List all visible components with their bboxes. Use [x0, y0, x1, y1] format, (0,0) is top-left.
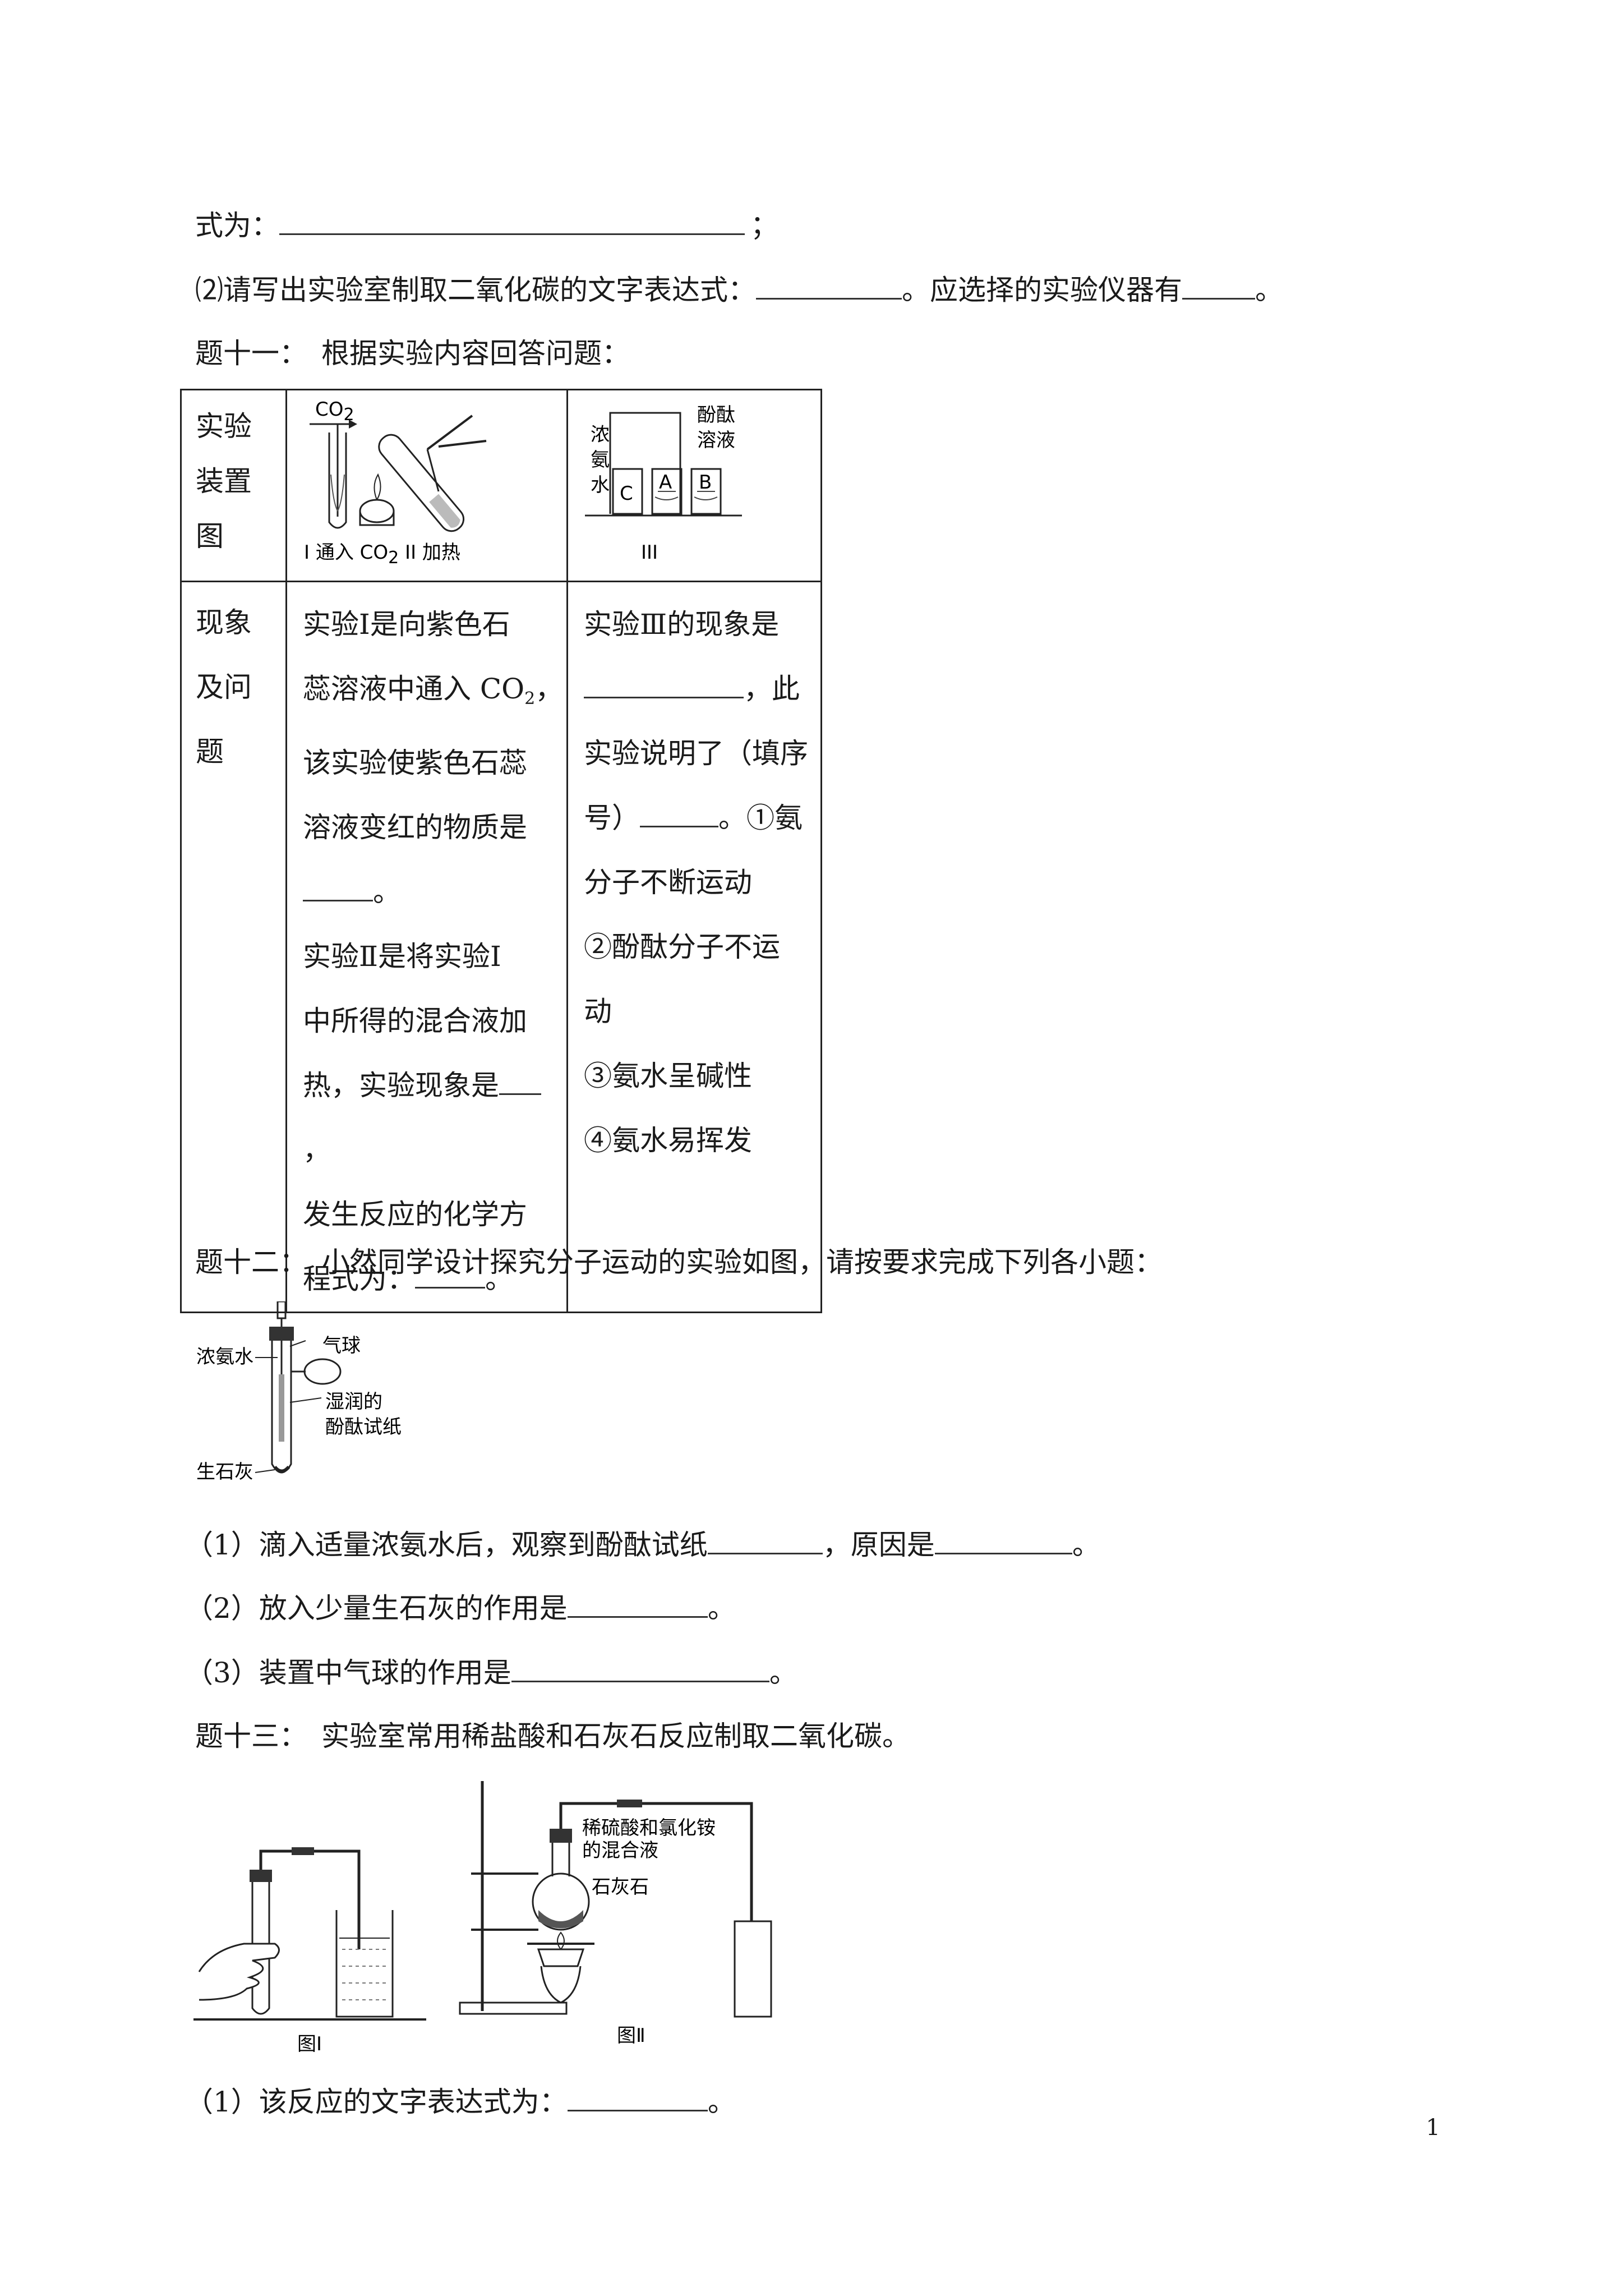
figure-caption-1-2: I 通入 CO2 II 加热 [304, 541, 460, 568]
apparatus-figure-1: CO2 I 通入 CO2 II 加热 [285, 389, 568, 582]
text-line: 中所得的混合液加 [303, 1005, 527, 1037]
experiment-3-questions: 实验Ⅲ的现象是 ，此 实验说明了（填序 号）。①氨 分子不断运动 ②酚酞分子不运… [566, 581, 822, 1313]
answer-blank[interactable] [756, 272, 902, 300]
beaker-a-label: A [659, 471, 672, 494]
text-line: 蕊溶液中通入 CO2， [303, 673, 564, 708]
text-line: 号）。①氨 [584, 786, 820, 850]
text-line: 该实验使紫色石蕊 [303, 747, 527, 779]
answer-blank[interactable] [640, 800, 718, 827]
text-line: ③氨水呈碱性 [584, 1060, 752, 1092]
page-number: 1 [1426, 2115, 1440, 2141]
phenolphthalein-label: 酚酞 [697, 404, 735, 426]
answer-blank[interactable] [499, 1068, 541, 1095]
ammonia-label: 浓氨水 [196, 1346, 253, 1368]
text-line: ②酚酞分子不运 [584, 931, 780, 963]
text-line: 。 [303, 860, 566, 924]
question-text: ⑵请写出实验室制取二氧化碳的文字表达式： [195, 274, 756, 306]
text-line: 分子不断运动 [584, 866, 752, 899]
text-line: 实验Ⅱ是将实验Ⅰ [303, 940, 501, 973]
text-line: 实验Ⅰ是向紫色石 [303, 608, 510, 641]
lime-label: 生石灰 [196, 1461, 253, 1483]
answer-blank[interactable] [1182, 272, 1255, 300]
paper-label: 湿润的 [325, 1391, 382, 1413]
acid-mixture-label: 的混合液 [582, 1839, 658, 1862]
ammonia-label: 氨 [591, 449, 610, 471]
acid-mixture-label: 稀硫酸和氯化铵 [582, 1817, 716, 1839]
answer-blank[interactable] [303, 874, 373, 901]
text-line: 溶液变红的物质是 [303, 811, 527, 844]
phenolphthalein-label: 溶液 [697, 429, 735, 452]
ammonia-label: 浓 [591, 424, 610, 446]
answer-blank[interactable] [415, 1261, 485, 1289]
question-11-heading: 题十一： 根据实验内容回答问题： [195, 337, 630, 370]
question-12-1: （1）滴入适量浓氨水后，观察到酚酞试纸，原因是。 [185, 1527, 1100, 1562]
ammonia-diffusion-diagram: 浓 氨 水 酚酞 溶液 C A B III [585, 404, 742, 564]
label-line: 装置 [196, 465, 252, 498]
co2-generation-apparatus: 图Ⅰ 稀硫酸和氯化铵 的混合液 石灰石 图Ⅱ [193, 1781, 772, 2055]
ammonia-label: 水 [591, 474, 610, 496]
beaker-c-label: C [620, 482, 633, 505]
beaker-b-label: B [699, 471, 712, 494]
text-line: 实验说明了（填序 [584, 737, 808, 770]
figure-caption-i: 图Ⅰ [297, 2033, 322, 2055]
label-line: 及问 [196, 671, 252, 703]
text-line: ④氨水易挥发 [584, 1124, 752, 1157]
answer-blank[interactable] [584, 671, 744, 698]
question-12-2: （2）放入少量生石灰的作用是。 [185, 1590, 736, 1625]
answer-blank[interactable] [567, 2084, 708, 2111]
experiment-table: 实验 装置 图 CO2 [180, 389, 822, 1313]
answer-line-1: 式为： ； [195, 208, 778, 242]
table-row-label-apparatus: 实验 装置 图 [180, 389, 287, 582]
co2-test-tube-diagram: CO2 I 通入 CO2 II 加热 [304, 398, 487, 568]
answer-blank[interactable] [567, 1590, 708, 1618]
line1-prefix: 式为： [195, 209, 279, 242]
answer-blank[interactable] [511, 1655, 769, 1682]
text-line: 动 [584, 995, 612, 1028]
answer-blank[interactable] [934, 1527, 1072, 1554]
label-line: 实验 [196, 410, 252, 443]
question-line-2: ⑵请写出实验室制取二氧化碳的文字表达式： 。应选择的实验仪器有 。 [195, 272, 1283, 307]
text-line: 热，实验现象是， [303, 1053, 566, 1182]
paper-label: 酚酞试纸 [325, 1416, 402, 1438]
question-12-heading: 题十二： 小然同学设计探究分子运动的实验如图，请按要求完成下列各小题： [195, 1246, 1163, 1278]
question-12-3: （3）装置中气球的作用是。 [185, 1655, 797, 1690]
co2-label: CO2 [315, 398, 354, 425]
text-line: ，此 [584, 657, 820, 721]
table-row-label-phenomena: 现象 及问 题 [180, 581, 287, 1313]
text-line: 程式为：。 [303, 1247, 566, 1312]
question-text: 。应选择的实验仪器有 [902, 274, 1182, 306]
answer-blank[interactable] [707, 1527, 823, 1554]
question-text: 。 [1255, 274, 1283, 306]
limestone-label: 石灰石 [592, 1876, 649, 1898]
label-line: 现象 [196, 606, 252, 639]
label-line: 题 [196, 735, 224, 768]
label-line: 图 [196, 520, 224, 553]
apparatus-figure-3: 浓 氨 水 酚酞 溶液 C A B III [566, 389, 822, 582]
line1-suffix: ； [750, 209, 778, 242]
figure-caption-ii: 图Ⅱ [617, 2024, 645, 2047]
molecule-motion-apparatus: 浓氨水 气球 湿润的 酚酞试纸 生石灰 [196, 1301, 402, 1483]
text-line: 实验Ⅲ的现象是 [584, 608, 780, 641]
figure-caption-3: III [641, 541, 658, 564]
answer-blank[interactable] [279, 208, 745, 235]
experiment-1-2-questions: 实验Ⅰ是向紫色石 蕊溶液中通入 CO2， 该实验使紫色石蕊 溶液变红的物质是 。… [285, 581, 568, 1313]
question-13-heading: 题十三： 实验室常用稀盐酸和石灰石反应制取二氧化碳。 [195, 1720, 910, 1752]
balloon-label: 气球 [322, 1335, 361, 1357]
text-line: 发生反应的化学方 [303, 1198, 527, 1231]
question-13-1: （1）该反应的文字表达式为：。 [185, 2084, 736, 2119]
